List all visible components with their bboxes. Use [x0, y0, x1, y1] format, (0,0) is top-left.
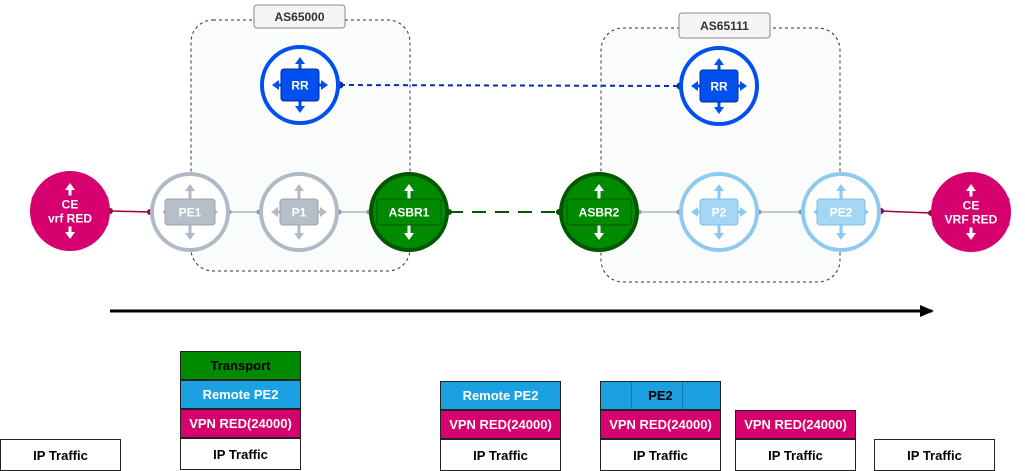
router-asbr2: ASBR2: [559, 172, 639, 252]
router-rr-right: RR: [679, 46, 759, 126]
svg-text:AS65000: AS65000: [274, 10, 324, 24]
transport-label: Transport: [180, 351, 301, 380]
router-p2-label: P2: [712, 206, 727, 220]
ip-traffic-label: IP Traffic: [180, 438, 301, 470]
router-p2: P2: [679, 172, 759, 252]
vpn-label: VPN RED(24000): [440, 410, 561, 439]
vpn-label: VPN RED(24000): [735, 410, 856, 439]
pe2-label-text: PE2: [648, 388, 673, 403]
vpn-label: VPN RED(24000): [180, 409, 301, 438]
router-pe1: PE1: [150, 172, 230, 252]
router-rr-left: RR: [260, 45, 340, 125]
link-ce-pe1: [109, 210, 151, 213]
label-stack-p2: PE2 VPN RED(24000) IP Traffic: [600, 381, 721, 471]
router-ce-right-label: VRF RED: [945, 213, 998, 227]
router-ce-left-label: CE: [62, 198, 79, 212]
ip-traffic-label: IP Traffic: [874, 439, 995, 471]
vpn-label: VPN RED(24000): [600, 410, 721, 439]
router-asbr2-label: ASBR2: [579, 206, 620, 220]
label-stack-ce-left: IP Traffic: [0, 439, 121, 471]
ip-traffic-label: IP Traffic: [735, 439, 856, 471]
as-label-right: AS65111: [678, 12, 771, 39]
label-stack-pe2: VPN RED(24000) IP Traffic: [735, 410, 856, 471]
router-pe2-label: PE2: [830, 206, 853, 220]
ip-traffic-label: IP Traffic: [0, 439, 121, 471]
label-stack-pe1: Transport Remote PE2 VPN RED(24000) IP T…: [180, 351, 301, 470]
router-asbr1: ASBR1: [369, 172, 449, 252]
router-ce-right-label: CE: [963, 199, 980, 213]
router-rr-left-label: RR: [291, 79, 309, 93]
router-pe1-label: PE1: [179, 206, 202, 220]
as-label-left: AS65000: [253, 4, 346, 29]
router-pe2: PE2: [801, 172, 881, 252]
link-pe2-ce: [880, 210, 932, 214]
router-asbr1-label: ASBR1: [389, 206, 430, 220]
remote-pe2-label: Remote PE2: [440, 381, 561, 410]
pe2-label: PE2: [600, 381, 721, 410]
router-rr-right-label: RR: [710, 80, 728, 94]
ip-traffic-label: IP Traffic: [600, 439, 721, 471]
link-rr-rr: [339, 84, 681, 87]
as-box-left: [190, 19, 411, 272]
router-ce-left-label: vrf RED: [48, 212, 92, 226]
router-p1: P1: [259, 172, 339, 252]
label-stack-ce-right: IP Traffic: [874, 439, 995, 471]
ip-traffic-label: IP Traffic: [440, 439, 561, 471]
label-stack-asbr: Remote PE2 VPN RED(24000) IP Traffic: [440, 381, 561, 471]
remote-pe2-label: Remote PE2: [180, 380, 301, 409]
svg-text:AS65111: AS65111: [700, 19, 749, 33]
router-p1-label: P1: [292, 206, 307, 220]
